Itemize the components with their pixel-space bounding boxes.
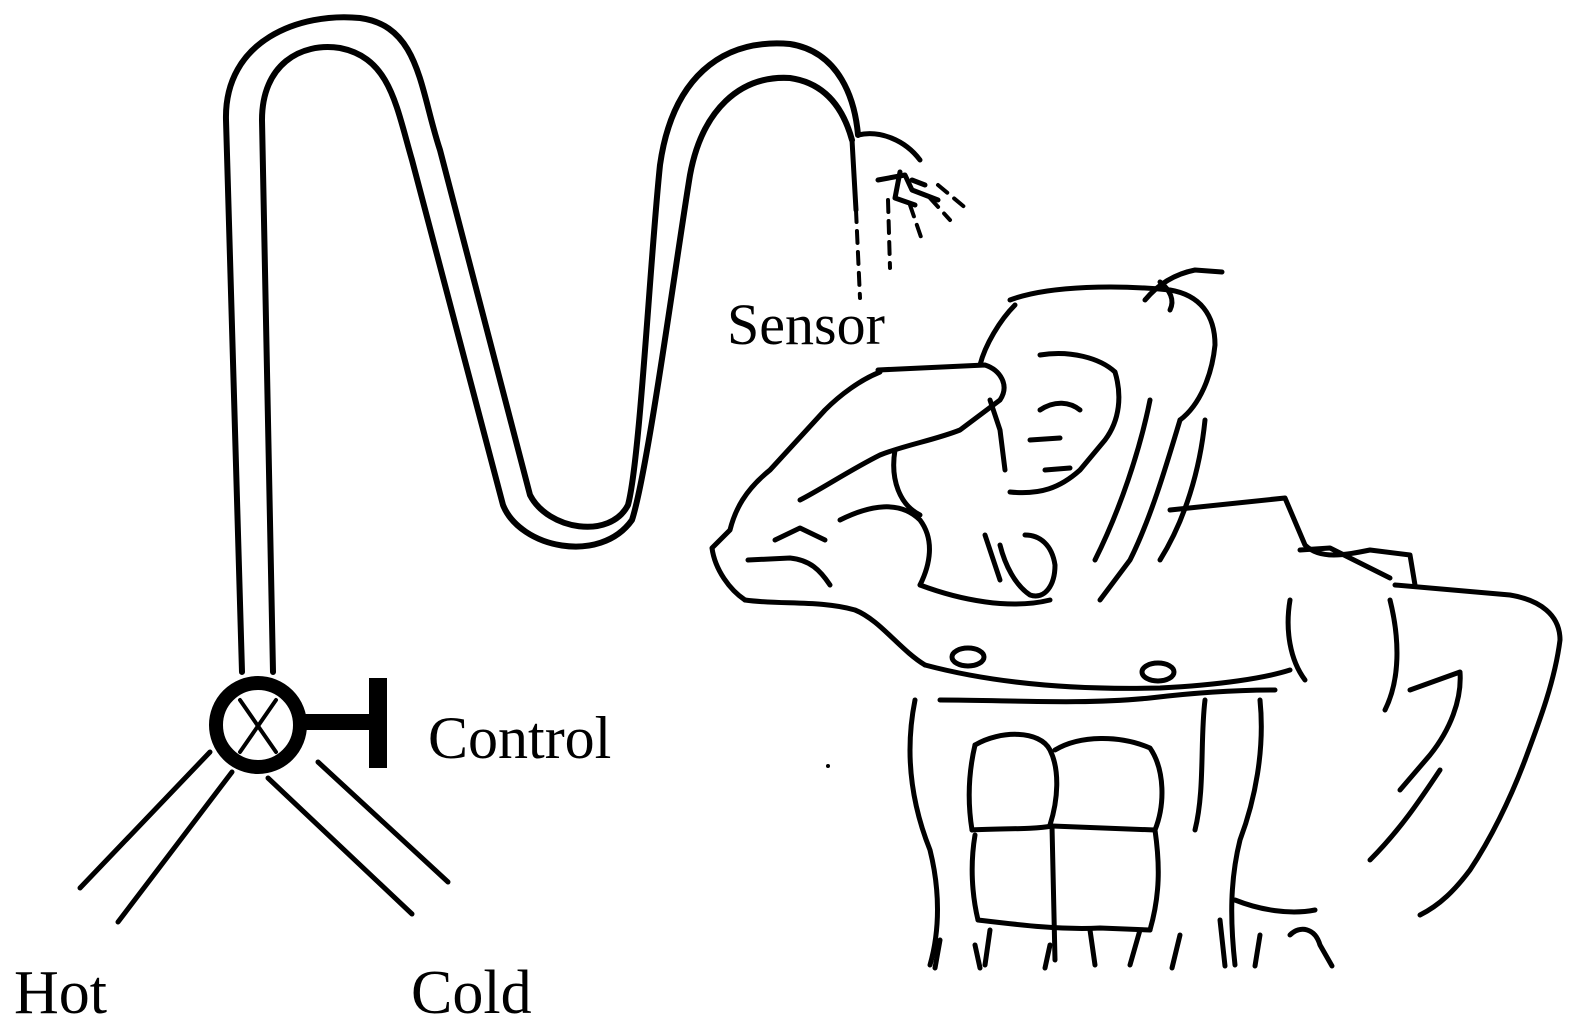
sensor-label: Sensor [727, 296, 885, 354]
control-valve [216, 678, 378, 768]
stray-dot [826, 764, 830, 768]
cold-pipe [268, 762, 448, 914]
person-figure [712, 270, 1560, 968]
hot-pipe [80, 752, 232, 922]
hot-label: Hot [14, 962, 107, 1024]
valve-cross [240, 700, 276, 752]
cold-label: Cold [411, 962, 532, 1024]
hose-inner-line [262, 47, 852, 672]
control-label: Control [428, 708, 611, 768]
shower-head [852, 134, 938, 210]
